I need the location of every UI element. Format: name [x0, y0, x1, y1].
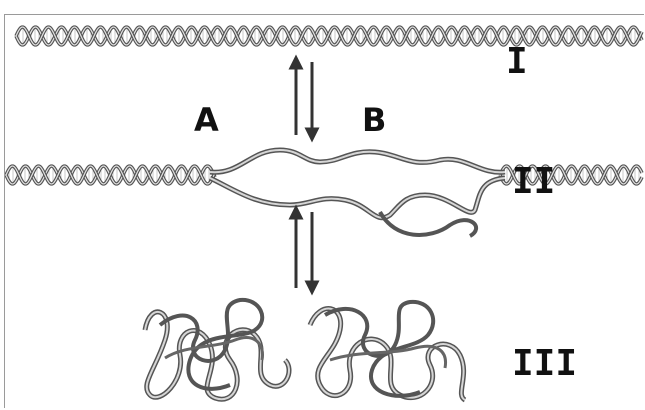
denaturation-bubble [210, 150, 505, 236]
state-label-II: II [512, 164, 555, 200]
state-label-III: III [512, 346, 577, 382]
double-helix-intact [16, 27, 642, 45]
strand-label-a: A [194, 104, 219, 136]
single-strand-coil-a [145, 300, 289, 399]
strand-label-b: B [362, 104, 386, 136]
double-helix-left-segment [6, 166, 215, 184]
equilibrium-arrows-lower [296, 212, 312, 288]
single-strand-coil-b [310, 302, 465, 400]
equilibrium-arrows-upper [296, 62, 312, 135]
state-label-I: I [506, 44, 528, 80]
